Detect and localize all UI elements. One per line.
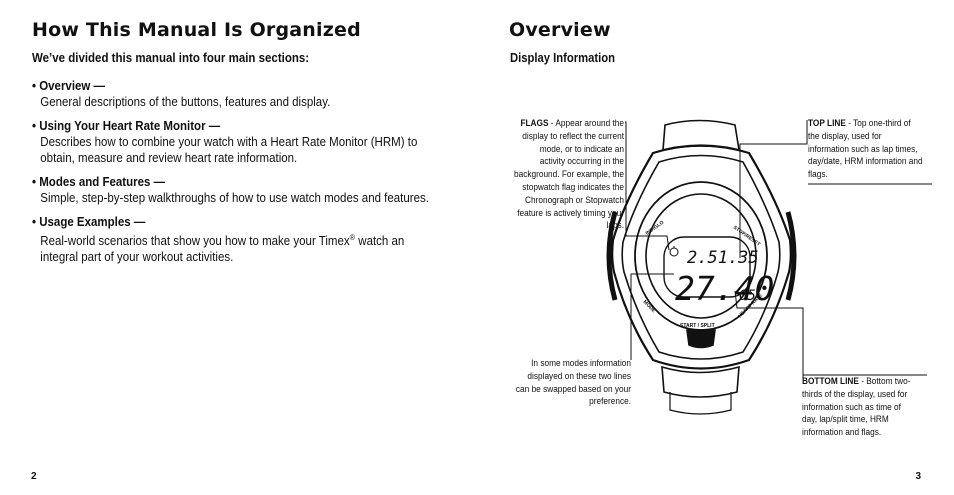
swap-callout: In some modes information displayed on t… bbox=[515, 358, 631, 407]
flags-label: FLAGS bbox=[520, 118, 549, 128]
right-page: Overview Display Information bbox=[477, 0, 954, 495]
section-body-start: Real-world scenarios that show you how t… bbox=[40, 234, 350, 249]
section-title: • Overview — bbox=[32, 79, 106, 93]
top-line-digits: 2.51.35 bbox=[687, 248, 759, 268]
page-title: Overview bbox=[509, 19, 611, 41]
start-split-label: START / SPLIT bbox=[680, 323, 715, 329]
bottom-line-label: BOTTOM LINE bbox=[802, 376, 859, 386]
page-number: 2 bbox=[31, 471, 37, 482]
bottom-line-small-digits: 05 bbox=[739, 288, 756, 304]
swap-leader-line bbox=[630, 273, 674, 360]
flags-text: - Appear around the display to reflect t… bbox=[513, 118, 624, 231]
subtitle: Display Information bbox=[510, 51, 616, 65]
section-title: • Using Your Heart Rate Monitor — bbox=[32, 119, 221, 133]
page-number: 3 bbox=[915, 471, 921, 482]
watch-case bbox=[611, 144, 792, 370]
section-overview: • Overview — General descriptions of the… bbox=[32, 79, 462, 110]
registered-mark: ® bbox=[349, 233, 356, 242]
flags-leader-line bbox=[625, 121, 670, 251]
intro-text: We’ve divided this manual into four main… bbox=[32, 51, 310, 65]
left-page: How This Manual Is Organized We’ve divid… bbox=[31, 19, 462, 482]
section-title: • Modes and Features — bbox=[32, 175, 166, 189]
flags-callout: FLAGS - Appear around the display to ref… bbox=[514, 117, 624, 232]
top-line-text: - Top one-third of the display, used for… bbox=[808, 118, 923, 180]
section-body-end: watch an integral part of your workout a… bbox=[40, 234, 405, 265]
bottom-line-digits: 27.40 bbox=[675, 269, 774, 308]
section-list: • Overview — General descriptions of the… bbox=[32, 79, 462, 274]
mode-label: MODE bbox=[642, 299, 657, 314]
section-body: Real-world scenarios that show you how t… bbox=[32, 230, 445, 265]
top-line-label: TOP LINE bbox=[808, 118, 846, 128]
section-modes: • Modes and Features — Simple, step-by-s… bbox=[32, 175, 462, 206]
bottom-line-callout: BOTTOM LINE - Bottom two-thirds of the d… bbox=[802, 375, 917, 439]
watch-diagram: 2.51.35 27.40 05 INDIGLO STOP/RESET MODE… bbox=[606, 119, 932, 415]
page-title: How This Manual Is Organized bbox=[32, 19, 361, 41]
bottom-line-text: - Bottom two-thirds of the display, used… bbox=[802, 376, 911, 438]
stopwatch-flag-icon bbox=[669, 246, 679, 257]
section-title: • Usage Examples — bbox=[32, 215, 146, 229]
section-body: Simple, step-by-step walkthroughs of how… bbox=[40, 191, 429, 205]
section-body: General descriptions of the buttons, fea… bbox=[40, 95, 331, 109]
section-hrm: • Using Your Heart Rate Monitor — Descri… bbox=[32, 119, 462, 166]
bottom-line-leader-line bbox=[734, 290, 804, 378]
lcd-window bbox=[663, 236, 751, 298]
top-line-callout: TOP LINE - Top one-third of the display,… bbox=[808, 117, 923, 181]
section-usage: • Usage Examples — Real-world scenarios … bbox=[32, 215, 462, 265]
stop-reset-label: STOP/RESET bbox=[732, 225, 761, 248]
section-body: Describes how to combine your watch with… bbox=[40, 135, 418, 165]
strap-bottom bbox=[661, 365, 740, 398]
top-line-leader-line bbox=[739, 120, 808, 258]
sensor-plate bbox=[686, 329, 716, 349]
